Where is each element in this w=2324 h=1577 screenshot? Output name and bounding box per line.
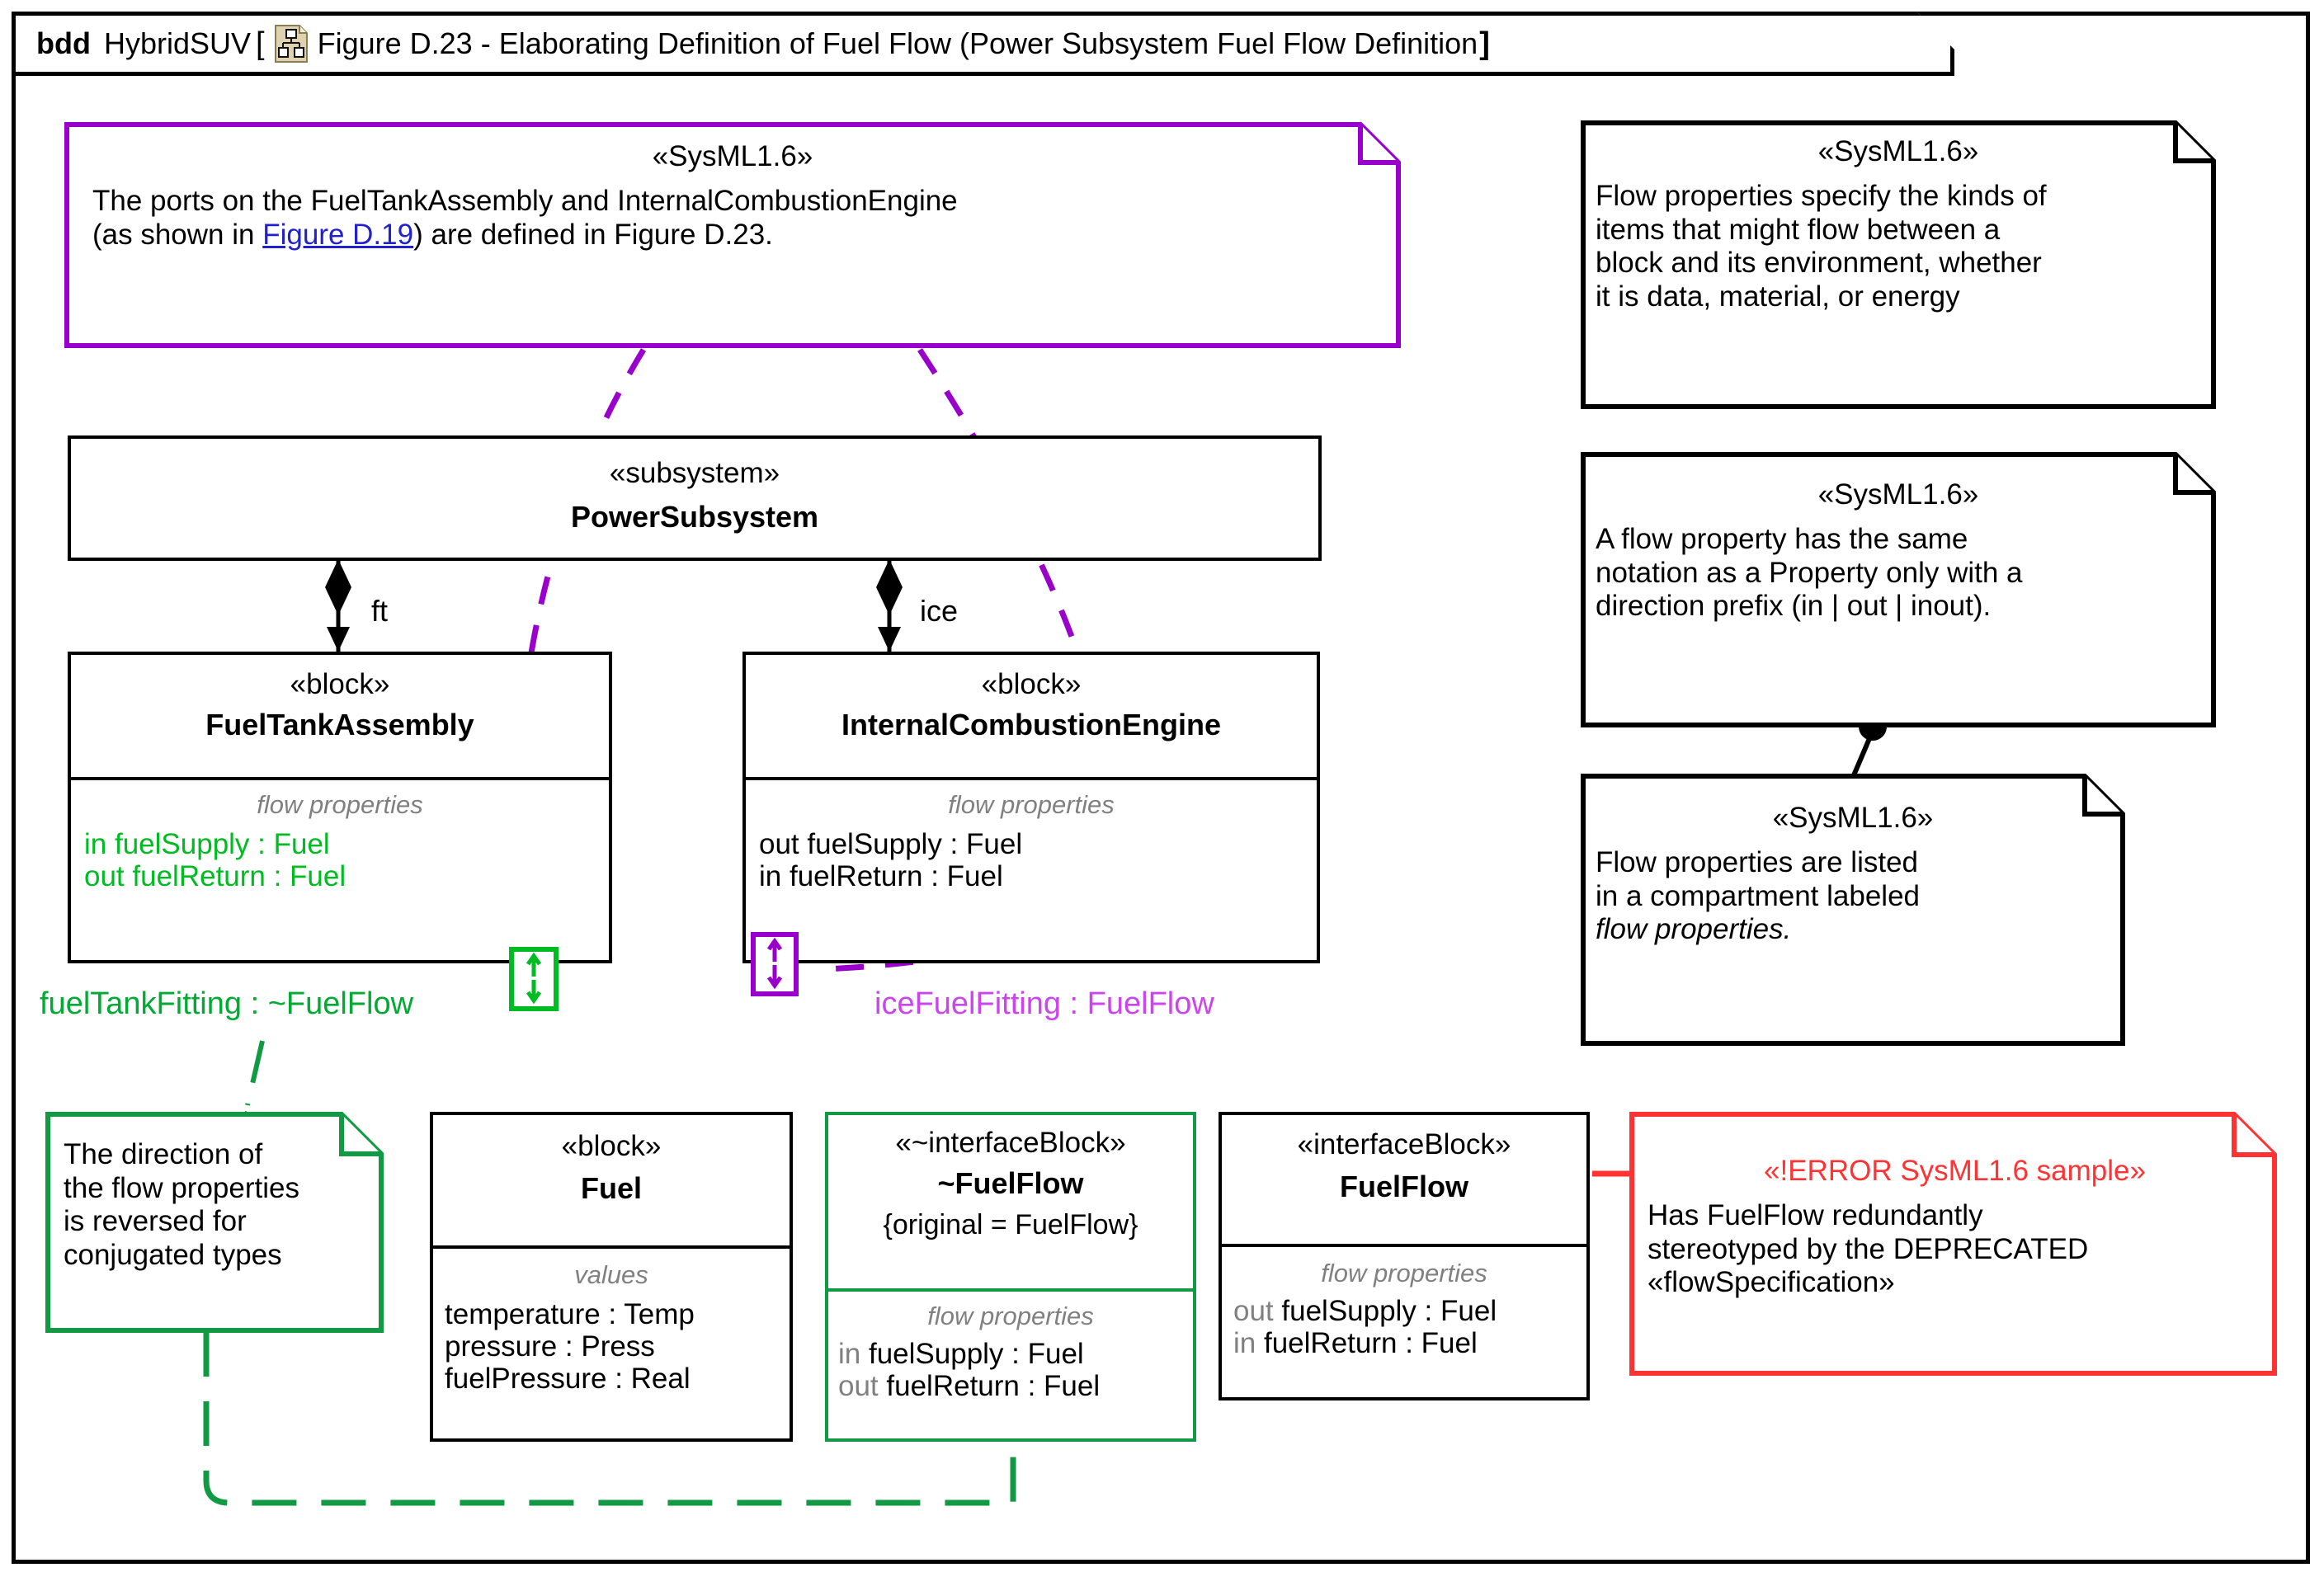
note-line-3: direction prefix (in | out | inout). — [1596, 590, 1992, 623]
flow-direction: out — [84, 860, 125, 893]
block-conjugate-fuel-flow[interactable]: «~interfaceBlock» ~FuelFlow {original = … — [825, 1112, 1196, 1442]
flow-property-row: in fuelSupply : Fuel — [828, 1338, 1193, 1370]
block-fuel[interactable]: «block» Fuel values temperature : Temp p… — [430, 1112, 793, 1442]
note-line-2: the flow properties — [64, 1171, 299, 1204]
block-stereotype: «interfaceBlock» — [1297, 1128, 1511, 1160]
block-internal-combustion-engine[interactable]: «block» InternalCombustionEngine flow pr… — [742, 652, 1320, 963]
flow-property-row: out fuelReturn : Fuel — [828, 1370, 1193, 1402]
port-label-ice-fuel-fitting: iceFuelFitting : FuelFlow — [874, 986, 1214, 1021]
note-ports-definition: «SysML1.6» The ports on the FuelTankAsse… — [64, 122, 1401, 348]
value-property-row: fuelPressure : Real — [445, 1363, 691, 1396]
port-fuel-tank-fitting[interactable] — [509, 947, 559, 1011]
note-conjugated-direction: The direction of the flow properties is … — [45, 1112, 384, 1333]
note-line-1: The ports on the FuelTankAssembly and In… — [92, 185, 958, 217]
note-line-4: conjugated types — [64, 1238, 282, 1271]
diagram-model-name: HybridSUV — [103, 26, 252, 60]
block-stereotype: «subsystem» — [609, 457, 780, 489]
flow-direction: out — [759, 828, 799, 860]
figure-d19-link[interactable]: Figure D.19 — [262, 218, 414, 251]
block-constraint: {original = FuelFlow} — [883, 1209, 1138, 1240]
note-line-1: A flow property has the same — [1596, 523, 1968, 555]
block-name: ~FuelFlow — [937, 1166, 1084, 1200]
note-flow-kinds: «SysML1.6» Flow properties specify the k… — [1581, 120, 2216, 409]
port-label-fuel-tank-fitting: fuelTankFitting : ~FuelFlow — [40, 986, 414, 1021]
flow-property-row: out fuelSupply : Fuel — [746, 828, 1317, 860]
block-stereotype: «block» — [981, 668, 1082, 700]
block-name: InternalCombustionEngine — [841, 708, 1221, 741]
note-line-2: items that might flow between a — [1596, 213, 2001, 246]
note-line-3: flow properties. — [1596, 913, 1792, 946]
value-property-row: pressure : Press — [445, 1330, 655, 1363]
flow-property-text: fuelSupply : Fuel — [1281, 1295, 1497, 1327]
note-line-1: Has FuelFlow redundantly — [1648, 1199, 1983, 1231]
note-line-3: «flowSpecification» — [1648, 1266, 1895, 1299]
bdd-diagram-icon — [274, 25, 308, 63]
flow-property-row: in fuelReturn : Fuel — [746, 860, 1317, 892]
note-line-2: notation as a Property only with a — [1596, 556, 2023, 589]
note-line-4: it is data, material, or energy — [1596, 280, 1960, 313]
block-stereotype: «block» — [561, 1130, 662, 1162]
compartment-label: flow properties — [1321, 1259, 1487, 1287]
diagram-title: Figure D.23 - Elaborating Definition of … — [317, 26, 1478, 60]
block-name: FuelFlow — [1340, 1170, 1468, 1203]
note-line-1: Flow properties are listed — [1596, 846, 1918, 878]
note-stereotype: «SysML1.6» — [1817, 478, 1979, 511]
compartment-label: flow properties — [948, 790, 1115, 819]
note-line-2: in a compartment labeled — [1596, 879, 1920, 912]
note-flow-compartment: «SysML1.6» Flow properties are listed in… — [1581, 774, 2125, 1046]
block-stereotype: «block» — [290, 668, 390, 700]
note-line-3: block and its environment, whether — [1596, 247, 2042, 280]
note-line-2-suffix: ) are defined in Figure D.23. — [413, 218, 773, 251]
note-stereotype: «SysML1.6» — [1772, 802, 1934, 834]
flow-property-text: fuelReturn : Fuel — [132, 860, 346, 893]
compartment-label: values — [574, 1260, 648, 1289]
note-line-2: (as shown in Figure D.19) are defined in… — [79, 219, 1386, 252]
flow-direction: in — [84, 828, 107, 860]
flow-direction: in — [759, 860, 782, 893]
block-name: PowerSubsystem — [570, 500, 819, 534]
flow-direction: out — [1233, 1295, 1274, 1327]
note-line-1: Flow properties specify the kinds of — [1596, 180, 2047, 212]
block-fuel-flow[interactable]: «interfaceBlock» FuelFlow flow propertie… — [1219, 1112, 1590, 1400]
block-name: Fuel — [580, 1171, 642, 1205]
block-stereotype: «~interfaceBlock» — [895, 1127, 1126, 1159]
note-error-sysml16: «!ERROR SysML1.6 sample» Has FuelFlow re… — [1629, 1112, 2277, 1376]
bracket-close: ] — [1479, 26, 1490, 61]
flow-direction: in — [1233, 1327, 1256, 1360]
note-stereotype: «SysML1.6» — [652, 140, 813, 172]
value-property-row: temperature : Temp — [445, 1298, 695, 1330]
flow-direction: in — [838, 1338, 861, 1370]
flow-property-text: fuelSupply : Fuel — [868, 1338, 1084, 1370]
note-stereotype: «SysML1.6» — [1817, 135, 1979, 167]
bracket-open: [ — [256, 26, 265, 61]
flow-property-text: fuelReturn : Fuel — [789, 860, 1003, 893]
association-role-ft: ft — [371, 594, 389, 628]
flow-property-row: out fuelReturn : Fuel — [71, 860, 609, 892]
flow-direction: out — [838, 1370, 879, 1403]
note-line-3: is reversed for — [64, 1205, 247, 1238]
note-line-2-prefix: (as shown in — [92, 218, 263, 251]
block-name: FuelTankAssembly — [205, 708, 474, 741]
flow-property-text: fuelReturn : Fuel — [1263, 1327, 1478, 1360]
flow-property-row: out fuelSupply : Fuel — [1222, 1295, 1586, 1327]
flow-property-text: fuelSupply : Fuel — [114, 828, 330, 860]
compartment-label: flow properties — [257, 790, 423, 819]
association-role-ice: ice — [920, 594, 959, 628]
block-fuel-tank-assembly[interactable]: «block» FuelTankAssembly flow properties… — [68, 652, 612, 963]
diagram-header: bdd HybridSUV [ Figure D.23 - Elaboratin… — [12, 12, 1954, 76]
note-stereotype: «!ERROR SysML1.6 sample» — [1764, 1155, 2146, 1187]
flow-property-text: fuelReturn : Fuel — [886, 1370, 1101, 1403]
compartment-label: flow properties — [927, 1302, 1094, 1330]
port-ice-fuel-fitting[interactable] — [751, 932, 799, 996]
note-line-2: stereotyped by the DEPRECATED — [1648, 1232, 2089, 1265]
note-line-1: The direction of — [64, 1138, 263, 1170]
block-power-subsystem[interactable]: «subsystem» PowerSubsystem — [68, 435, 1322, 561]
flow-property-row: in fuelReturn : Fuel — [1222, 1327, 1586, 1359]
diagram-header-shape — [12, 12, 1954, 76]
flow-property-row: in fuelSupply : Fuel — [71, 828, 609, 860]
note-flow-notation: «SysML1.6» A flow property has the same … — [1581, 452, 2216, 727]
diagram-kind-label: bdd — [36, 26, 91, 60]
flow-property-text: fuelSupply : Fuel — [807, 828, 1023, 860]
